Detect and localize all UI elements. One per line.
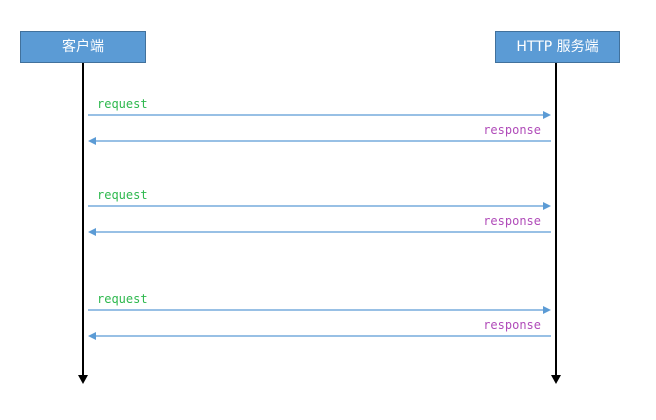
request-label-1: request	[97, 97, 148, 111]
client-participant-box: 客户端	[20, 31, 146, 63]
response-arrowhead-2	[88, 228, 96, 236]
request-arrowhead-3	[543, 306, 551, 314]
request-label-2: request	[97, 188, 148, 202]
request-label-3: request	[97, 292, 148, 306]
http-server-participant-box: HTTP 服务端	[495, 31, 620, 63]
response-label-3: response	[483, 318, 541, 332]
request-arrowhead-1	[543, 111, 551, 119]
response-arrowhead-3	[88, 332, 96, 340]
response-arrowhead-1	[88, 137, 96, 145]
response-label-1: response	[483, 123, 541, 137]
client-lifeline-arrowhead	[78, 375, 88, 384]
request-arrowhead-2	[543, 202, 551, 210]
response-label-2: response	[483, 214, 541, 228]
server-lifeline-arrowhead	[551, 375, 561, 384]
